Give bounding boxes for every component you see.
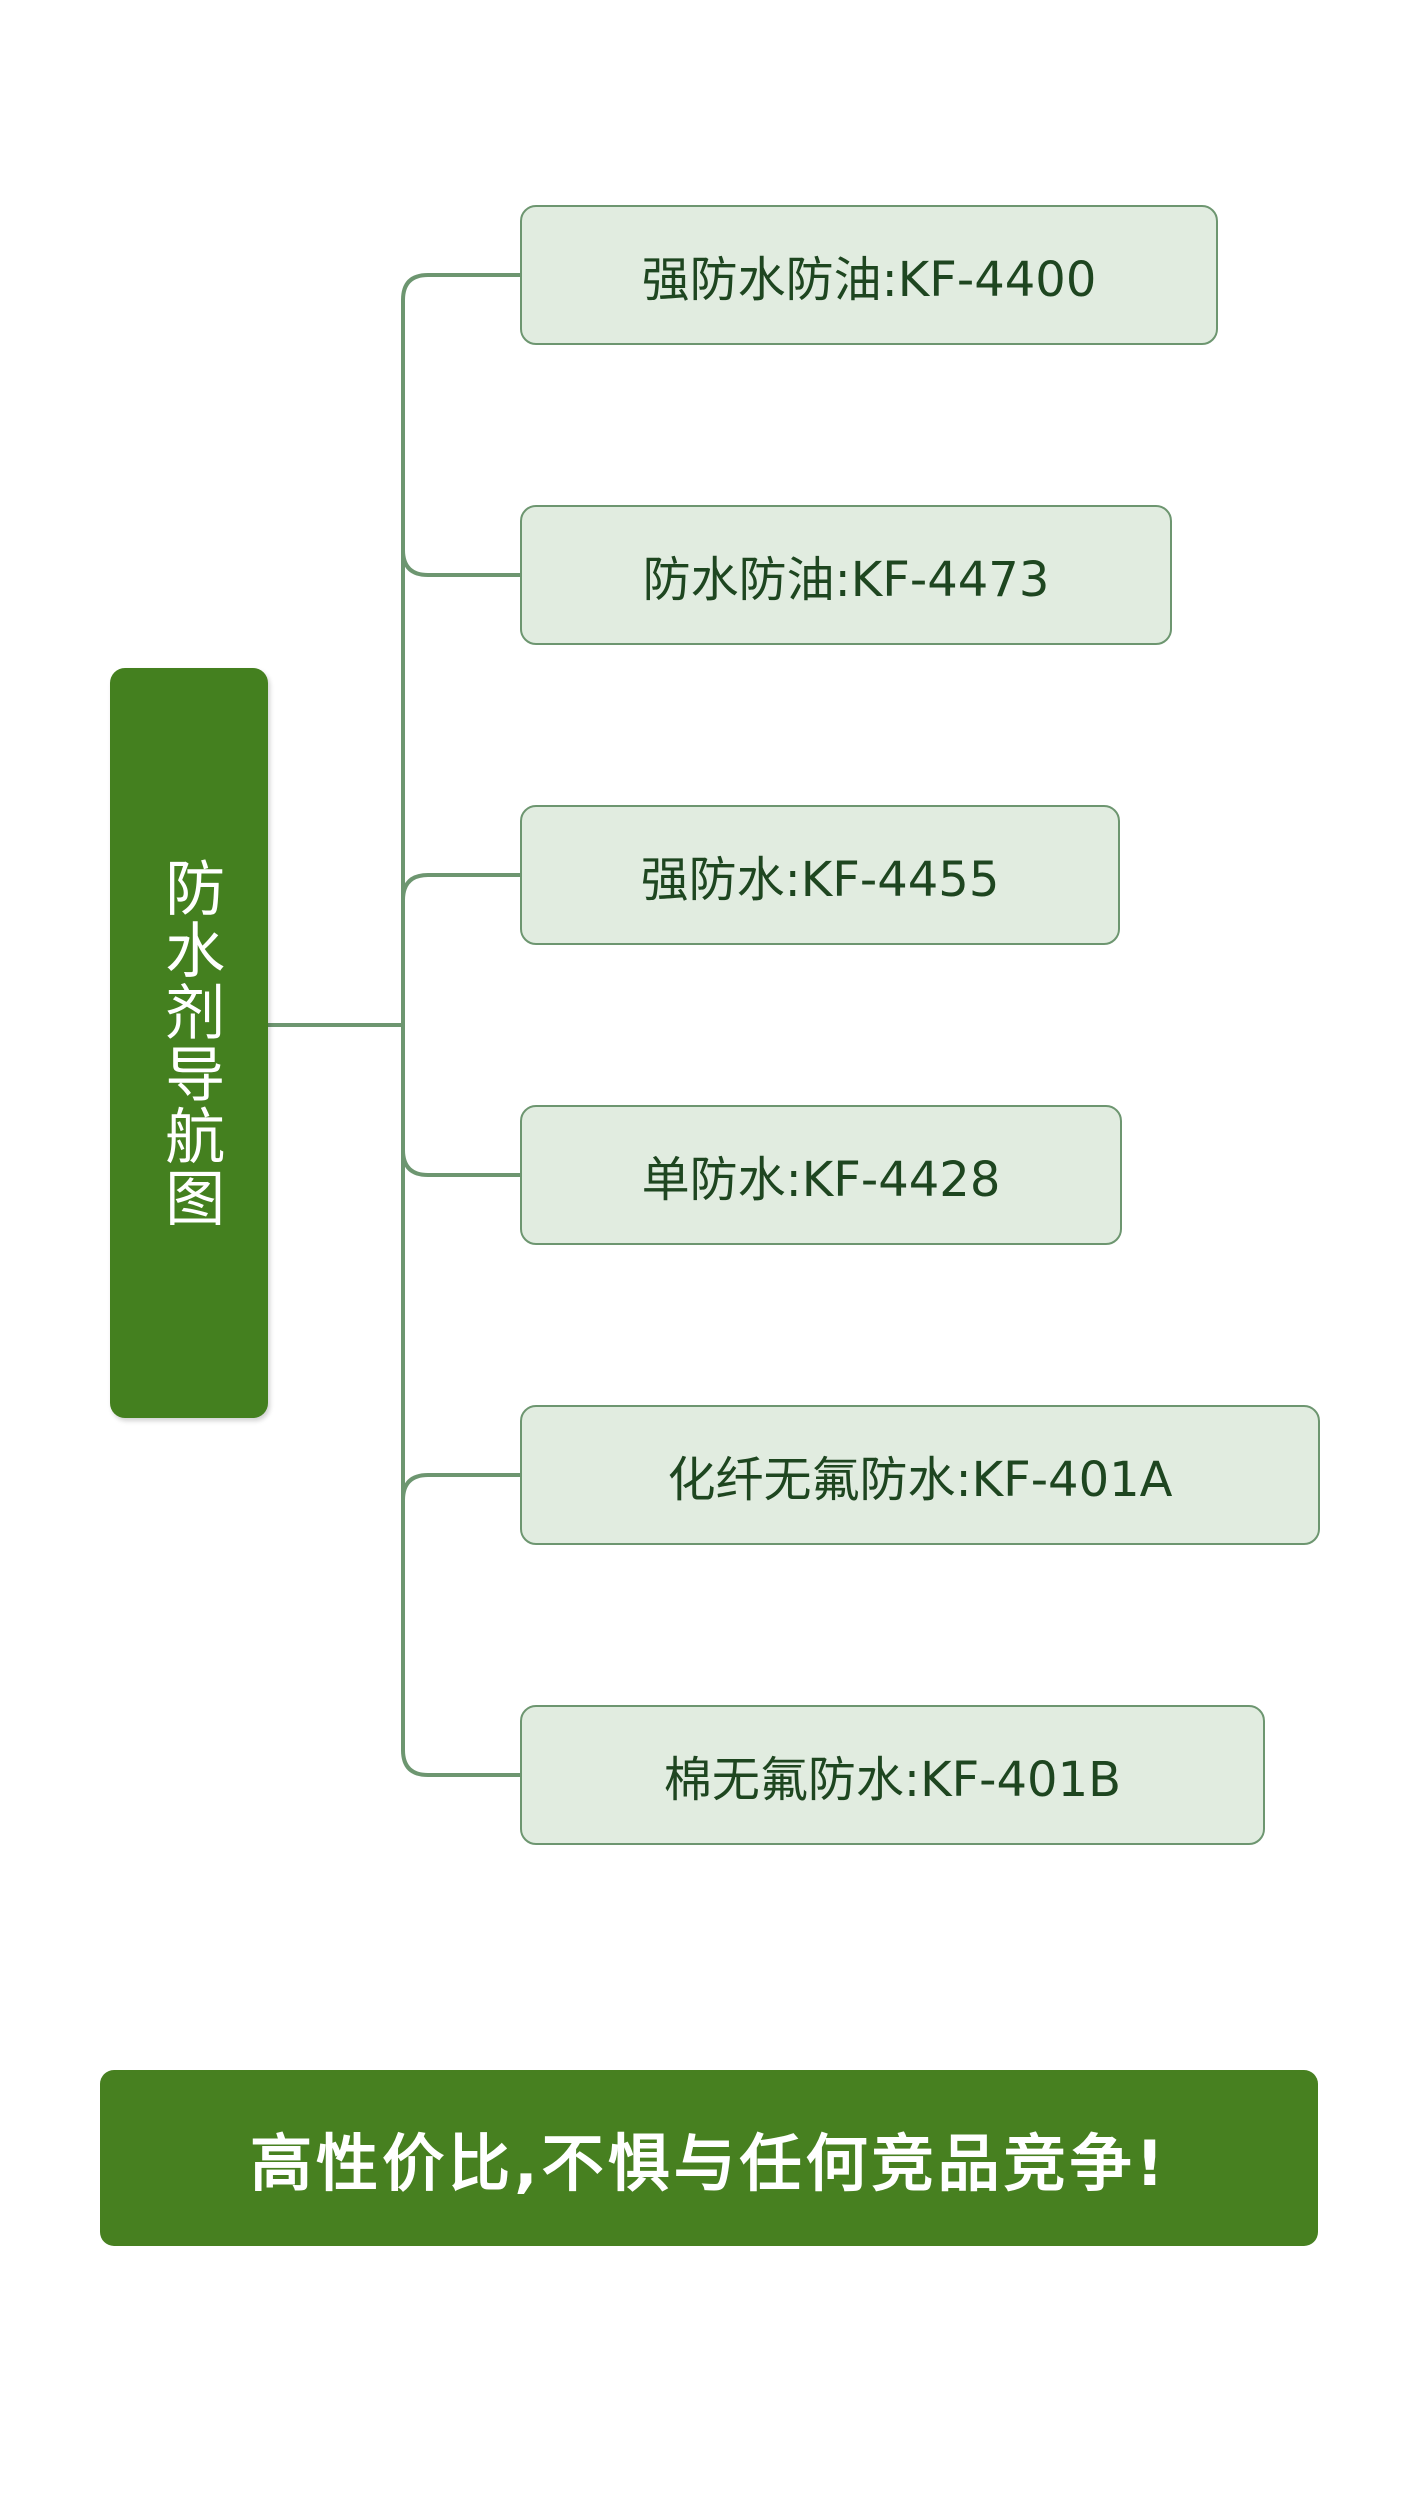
connector-branch-3 xyxy=(401,873,522,902)
connector-branch-2 xyxy=(401,548,522,577)
connector-branch-6 xyxy=(401,1748,522,1777)
connector-branch-5 xyxy=(401,1473,522,1502)
child-node-label: 防水防油:KF-4473 xyxy=(642,552,1050,608)
child-node-5[interactable]: 化纤无氟防水:KF-401A xyxy=(520,1405,1320,1545)
child-node-1[interactable]: 强防水防油:KF-4400 xyxy=(520,205,1218,345)
child-node-label: 化纤无氟防水:KF-401A xyxy=(667,1452,1173,1508)
child-node-2[interactable]: 防水防油:KF-4473 xyxy=(520,505,1172,645)
child-node-3[interactable]: 强防水:KF-4455 xyxy=(520,805,1120,945)
root-node[interactable]: 防水剂导航图 xyxy=(110,668,268,1418)
connector-branch-4 xyxy=(401,1148,522,1177)
child-node-label: 棉无氟防水:KF-401B xyxy=(663,1752,1122,1808)
child-node-label: 强防水防油:KF-4400 xyxy=(641,252,1097,308)
slogan-banner-label: 高性价比,不惧与任何竞品竞争! xyxy=(250,2127,1168,2200)
connector-branch-1 xyxy=(401,273,522,302)
child-node-6[interactable]: 棉无氟防水:KF-401B xyxy=(520,1705,1265,1845)
root-node-label: 防水剂导航图 xyxy=(154,857,225,1229)
child-node-4[interactable]: 单防水:KF-4428 xyxy=(520,1105,1122,1245)
child-node-label: 单防水:KF-4428 xyxy=(641,1152,1001,1208)
child-node-label: 强防水:KF-4455 xyxy=(640,852,1000,908)
slogan-banner: 高性价比,不惧与任何竞品竞争! xyxy=(100,2070,1318,2246)
